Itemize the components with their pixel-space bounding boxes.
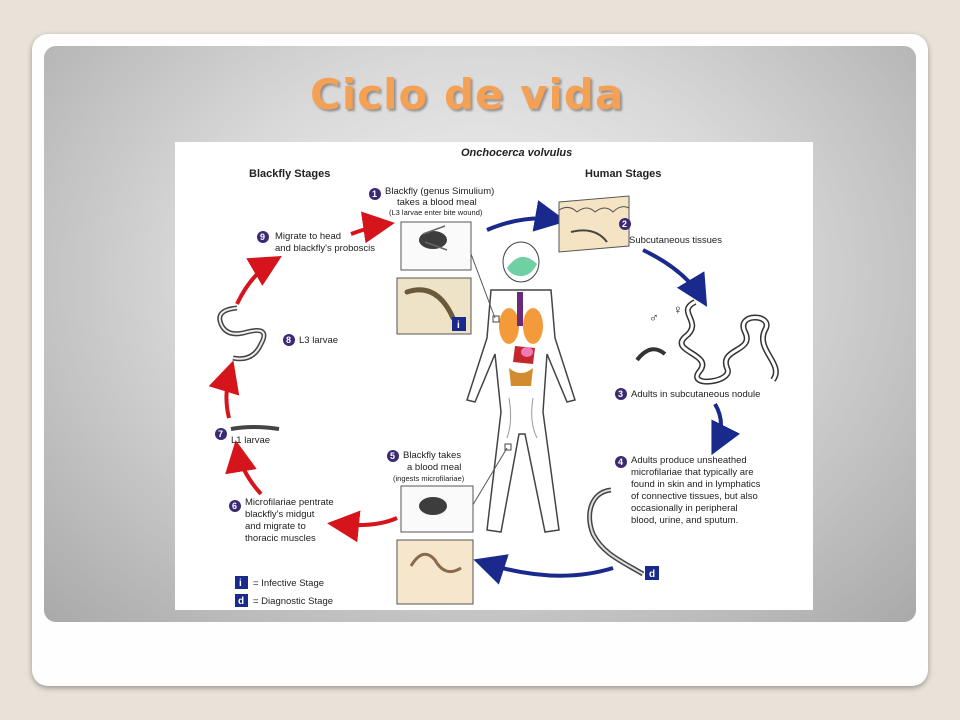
step-5: 5 Blackfly takes a blood meal (ingests m…	[387, 450, 474, 605]
step-5-line-1: Blackfly takes	[403, 450, 461, 461]
step-3: ♂ ♀ 3 Adults in subcutaneous nodule	[615, 299, 779, 400]
header-blackfly-stages: Blackfly Stages	[249, 168, 330, 180]
header-human-stages: Human Stages	[585, 168, 661, 180]
step-8-number: 8	[286, 335, 291, 345]
diagram-title: Onchocerca volvulus	[461, 147, 572, 159]
step-9-line-1: Migrate to head	[275, 231, 341, 242]
arrow-6-to-7	[225, 440, 263, 496]
slide-title: Ciclo de vida	[310, 70, 625, 119]
stomach	[521, 347, 533, 357]
step-5-line-2: a blood meal	[407, 462, 461, 473]
step-7-number: 7	[218, 429, 223, 439]
step-3-badge	[615, 388, 627, 400]
step-6-badge	[229, 500, 241, 512]
step-2-label: Subcutaneous tissues	[629, 235, 722, 246]
step-6-line-2: blackfly's midgut	[245, 509, 315, 520]
arrow-4-to-5	[473, 554, 614, 585]
step-8: 8 L3 larvae	[217, 305, 338, 362]
step-9: 9 Migrate to head and blackfly's probosc…	[257, 231, 375, 254]
female-symbol: ♀	[673, 302, 683, 317]
step-2-number: 2	[622, 219, 627, 229]
step-5-badge	[387, 450, 399, 462]
step-1-number: 1	[372, 189, 377, 199]
arrow-7-to-8	[208, 360, 240, 419]
step-8-label: L3 larvae	[299, 335, 338, 346]
step-6-line-3: and migrate to	[245, 521, 306, 532]
step-9-badge	[257, 231, 269, 243]
arrow-3-to-4	[711, 402, 741, 456]
step-6: 6 Microfilariae pentrate blackfly's midg…	[229, 497, 334, 544]
step-6-number: 6	[232, 501, 237, 511]
diagnostic-stage-letter: d	[649, 569, 655, 580]
step-2: 2 Subcutaneous tissues	[558, 195, 722, 253]
skin-tissue-block	[558, 195, 630, 253]
human-body	[466, 241, 576, 533]
blackfly-icon-1	[419, 231, 447, 249]
brain	[507, 256, 537, 276]
step-9-line-2: and blackfly's proboscis	[275, 243, 375, 254]
step-4-line-4: of connective tissues, but also	[631, 491, 758, 502]
step-6-line-4: thoracic muscles	[245, 533, 316, 544]
step-6-line-1: Microfilariae pentrate	[245, 497, 334, 508]
step-1-note: (L3 larvae enter bite wound)	[389, 208, 483, 217]
legend-diagnostic-symbol: d	[238, 596, 244, 607]
infective-stage-letter: i	[457, 320, 460, 331]
step-4-line-6: blood, urine, and sputum.	[631, 515, 738, 526]
diagnostic-stage-marker	[645, 566, 659, 580]
step-5-number: 5	[390, 451, 395, 461]
step-1-line-1: Blackfly (genus Simulium)	[385, 186, 494, 197]
step-1-line-2: takes a blood meal	[397, 197, 477, 208]
l3-larva-worm	[404, 287, 456, 321]
infective-stage-marker	[452, 317, 466, 331]
step-3-label: Adults in subcutaneous nodule	[631, 389, 760, 400]
lymph-vessels	[506, 397, 538, 439]
intestines	[509, 368, 533, 386]
human-torso-limbs	[466, 289, 576, 533]
step-4-line-1: Adults produce unsheathed	[631, 455, 747, 466]
step-3-number: 3	[618, 389, 623, 399]
arrow-2-to-3	[642, 248, 708, 307]
lung-right	[523, 308, 543, 344]
lifecycle-diagram: Onchocerca volvulus Blackfly Stages Huma…	[175, 142, 813, 610]
step-5-note: (ingests microfilariae)	[393, 474, 465, 483]
arrow-9-to-1	[350, 211, 395, 244]
step-1: 1 Blackfly (genus Simulium) takes a bloo…	[369, 186, 494, 217]
legend-infective-symbol: i	[239, 578, 242, 589]
legend: i = Infective Stage d = Diagnostic Stage	[235, 576, 333, 607]
arrow-5-to-6	[327, 510, 398, 543]
bite-site-lower	[504, 443, 512, 451]
step-4-number: 4	[618, 457, 623, 467]
step-2-badge	[619, 218, 631, 230]
step-7-label: L1 larvae	[231, 435, 270, 446]
step-1-badge	[369, 188, 381, 200]
microfilaria-image	[396, 539, 474, 605]
legend-infective-marker	[235, 576, 248, 589]
arrow-8-to-9	[235, 255, 282, 305]
legend-diagnostic-text: = Diagnostic Stage	[253, 596, 333, 607]
male-worm	[635, 347, 667, 362]
step-9-number: 9	[260, 232, 265, 242]
lung-left	[499, 308, 519, 344]
legend-diagnostic-marker	[235, 594, 248, 607]
blackfly-icon-2	[419, 497, 447, 515]
step-7-badge	[215, 428, 227, 440]
arrow-1-to-2	[486, 200, 567, 232]
l1-larva-worm	[230, 425, 280, 431]
step-4-line-5: occasionally in peripheral	[631, 503, 738, 514]
step-4-line-3: found in skin and in lymphatics	[631, 479, 761, 490]
step-8-badge	[283, 334, 295, 346]
male-symbol: ♂	[649, 310, 659, 325]
esophagus	[517, 292, 523, 326]
step-4-badge	[615, 456, 627, 468]
step-4: 4 Adults produce unsheathed microfilaria…	[587, 455, 761, 580]
step-4-line-2: microfilariae that typically are	[631, 467, 754, 478]
legend-infective-text: = Infective Stage	[253, 578, 324, 589]
bite-site-upper	[492, 315, 500, 323]
step-7: 7 L1 larvae	[215, 425, 280, 446]
